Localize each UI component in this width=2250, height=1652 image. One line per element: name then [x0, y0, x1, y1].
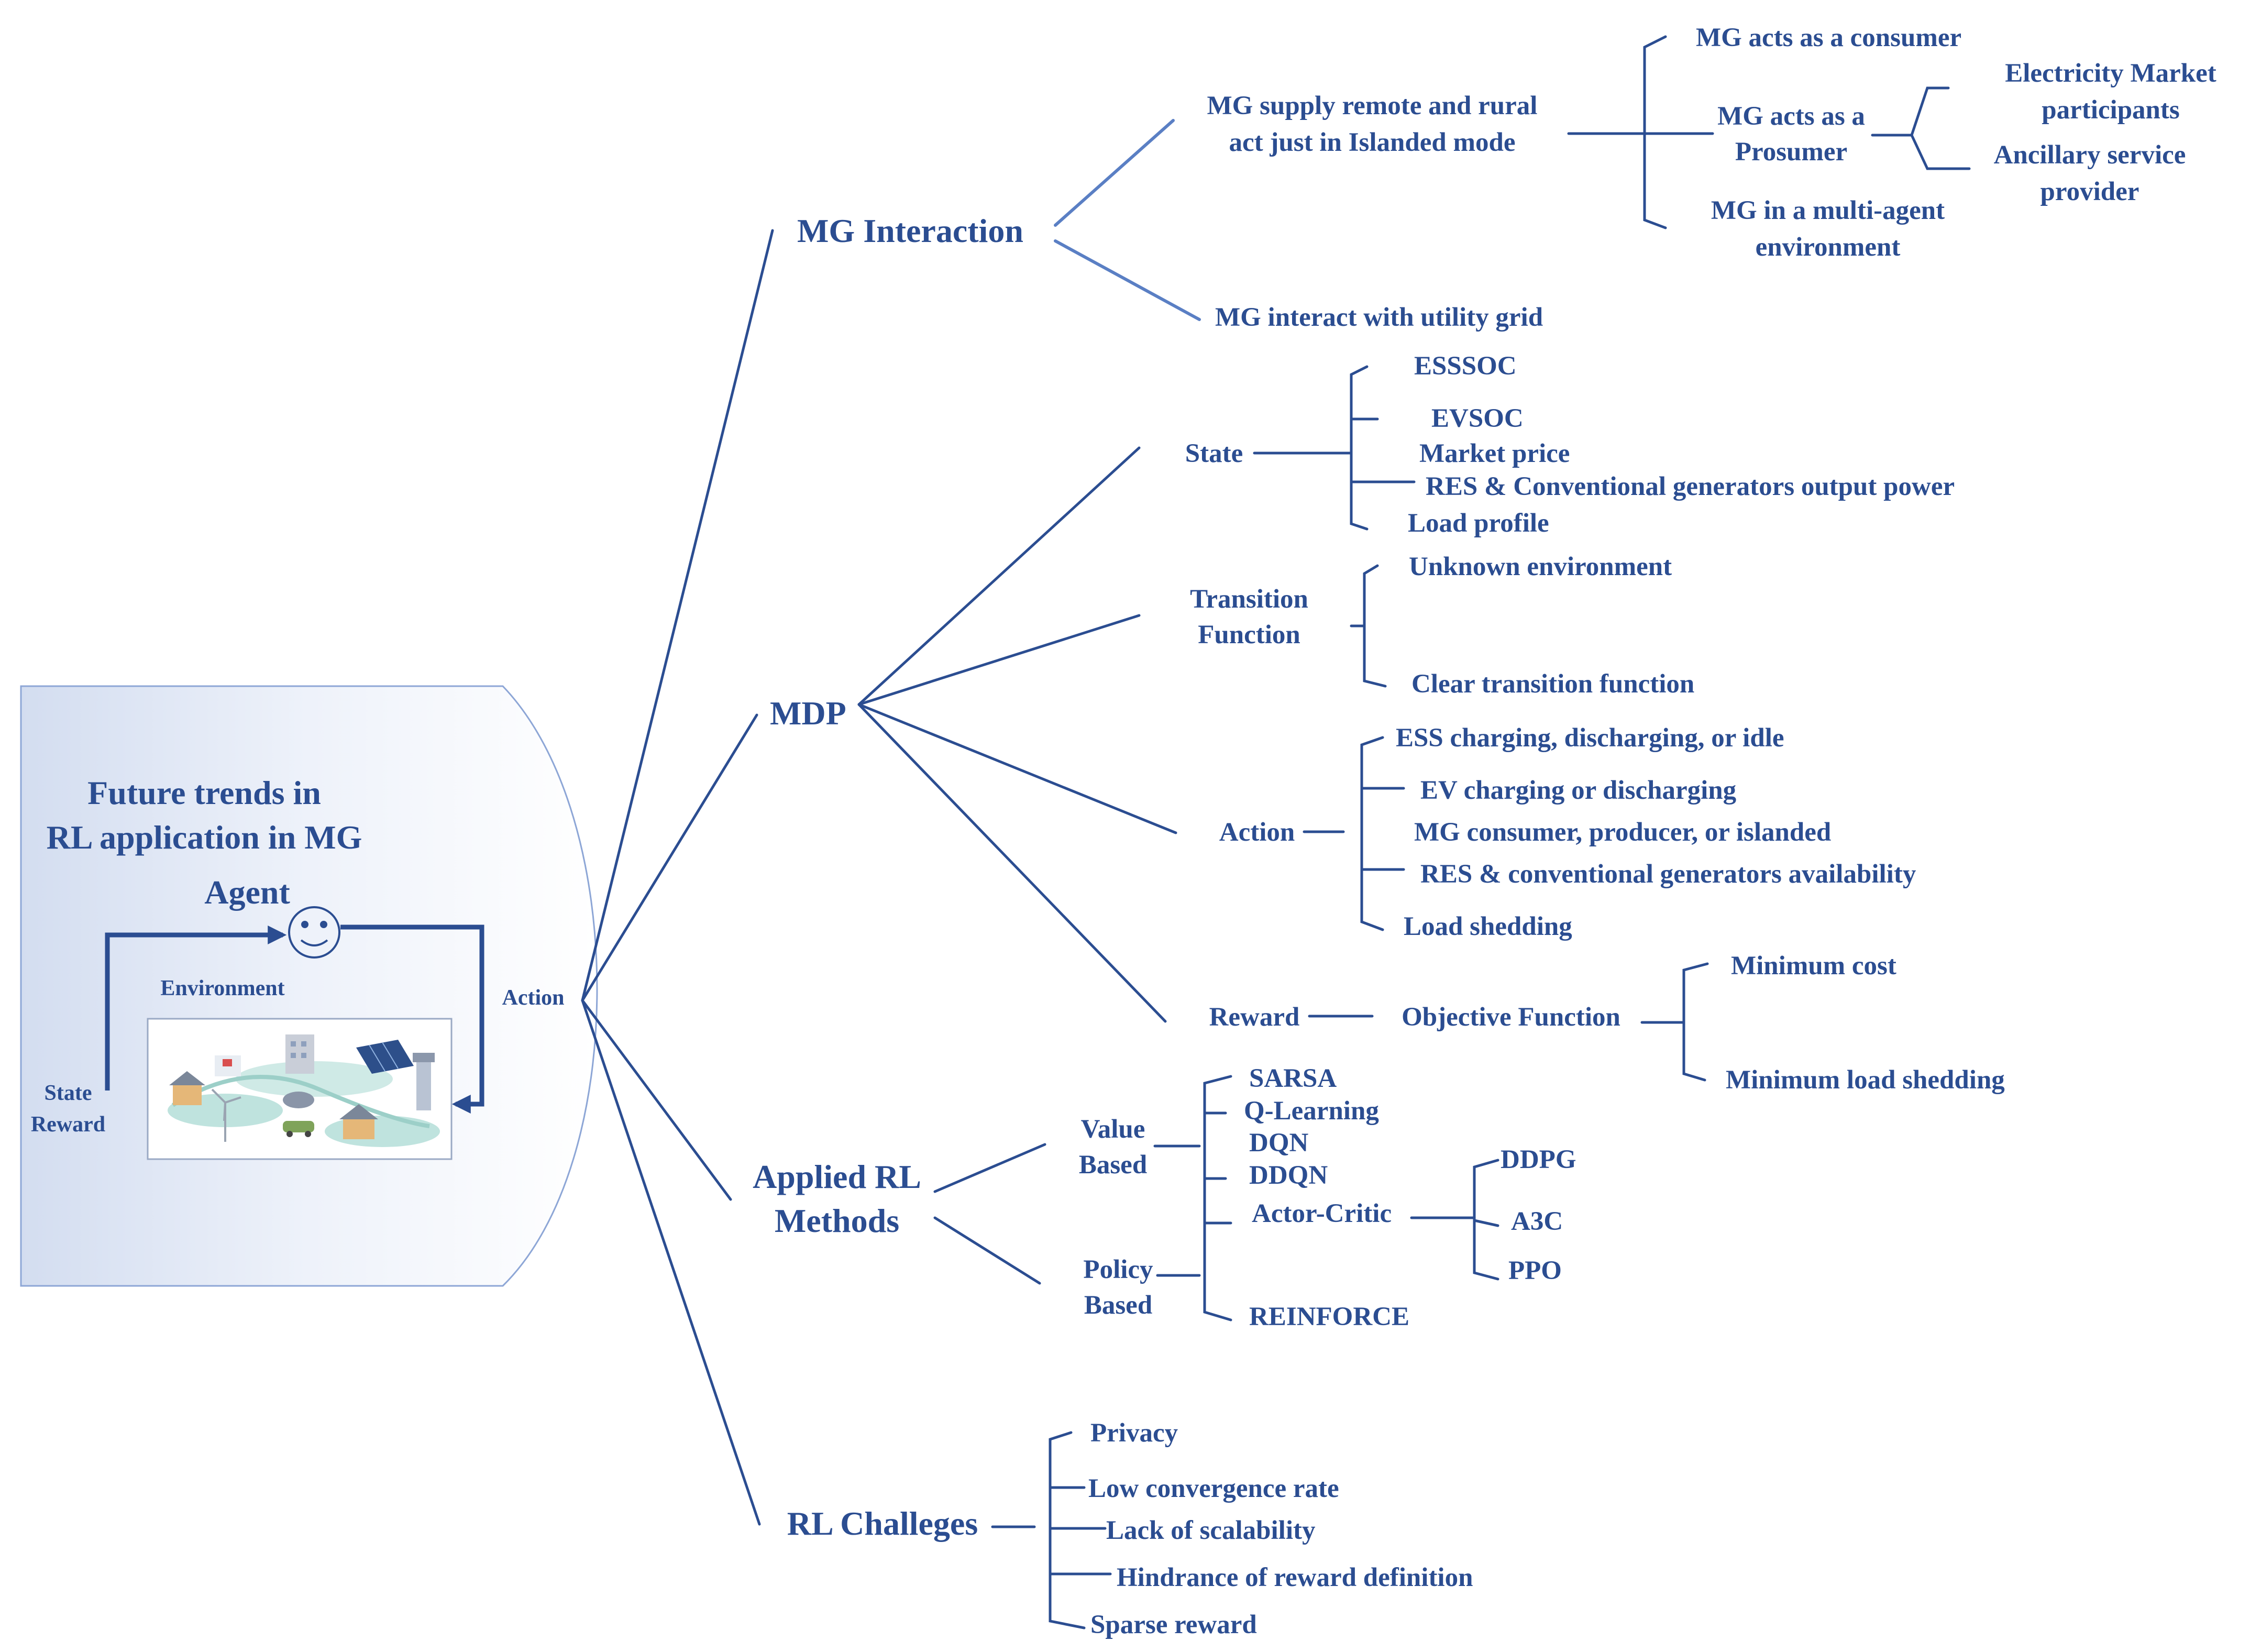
consumer-node: MG acts as a consumer: [1696, 23, 1961, 52]
transition-node-line2: Function: [1198, 620, 1300, 649]
rl-method-item: Q-Learning: [1244, 1096, 1379, 1126]
smiley-face-icon: [288, 906, 340, 959]
action-arrow: [340, 924, 484, 1114]
prosumer-node-line1: MG acts as a: [1717, 102, 1865, 131]
transition-item: Unknown environment: [1409, 552, 1672, 581]
multiagent-node-line2: environment: [1756, 233, 1901, 262]
actor-critic-item: PPO: [1508, 1256, 1562, 1285]
policy-based-node-line2: Based: [1084, 1291, 1152, 1320]
actor-critic-item: DDPG: [1501, 1145, 1576, 1174]
value-based-node-line1: Value: [1081, 1115, 1145, 1144]
rl-challenges-node: RL Challeges: [787, 1505, 978, 1542]
remote-rural-node-line1: MG supply remote and rural: [1207, 91, 1538, 120]
utility-grid-node: MG interact with utility grid: [1215, 303, 1543, 332]
state-item: ESSSOC: [1414, 351, 1517, 381]
transition-node-line1: Transition: [1190, 585, 1308, 614]
policy-based-node-line1: Policy: [1083, 1255, 1153, 1284]
reward-item: Minimum cost: [1731, 951, 1896, 981]
microgrid-illustration: [147, 1018, 453, 1160]
action-item: ESS charging, discharging, or idle: [1396, 723, 1784, 753]
action-item: EV charging or discharging: [1420, 776, 1736, 805]
panel-title-line1: Future trends in: [87, 774, 321, 811]
mdp-branch: MDP State ESSSOC EVSOC Market price RES …: [770, 351, 2005, 1095]
mg-interaction-branch: MG Interaction MG supply remote and rura…: [797, 23, 2216, 332]
rl-method-item: REINFORCE: [1249, 1302, 1409, 1331]
action-item: RES & conventional generators availabili…: [1420, 860, 1916, 889]
agent-label: Agent: [204, 874, 290, 911]
challenge-item: Lack of scalability: [1106, 1516, 1316, 1545]
state-item: Load profile: [1408, 509, 1549, 538]
state-label: State: [45, 1081, 92, 1105]
action-item: MG consumer, producer, or islanded: [1414, 818, 1831, 847]
market-participants-node-line2: participants: [2042, 95, 2180, 125]
ancillary-service-node-line1: Ancillary service: [1994, 140, 2186, 170]
market-participants-node-line1: Electricity Market: [2005, 59, 2216, 88]
challenge-item: Low convergence rate: [1088, 1474, 1339, 1503]
reward-item: Minimum load shedding: [1726, 1065, 2005, 1095]
mdp-node: MDP: [770, 695, 846, 732]
mg-interaction-node: MG Interaction: [797, 212, 1023, 249]
state-item: RES & Conventional generators output pow…: [1426, 472, 1955, 501]
challenge-item: Hindrance of reward definition: [1117, 1563, 1473, 1592]
prosumer-node-line2: Prosumer: [1735, 137, 1847, 167]
action-node: Action: [1219, 818, 1295, 847]
rl-challenges-branch: RL Challeges Privacy Low convergence rat…: [787, 1418, 1473, 1639]
rl-methods-node-line1: Applied RL: [753, 1158, 921, 1195]
state-item: Market price: [1419, 439, 1570, 468]
rl-method-item: DQN: [1249, 1128, 1309, 1158]
rl-agent-panel: Future trends in RL application in MG Ag…: [20, 685, 598, 1287]
rl-method-item: DDQN: [1249, 1161, 1328, 1190]
environment-label: Environment: [160, 976, 284, 1000]
rl-method-item: SARSA: [1249, 1064, 1337, 1093]
rl-methods-branch: Applied RL Methods Value Based Policy Ba…: [753, 1064, 1576, 1331]
actor-critic-item: A3C: [1511, 1207, 1563, 1236]
state-item: EVSOC: [1431, 404, 1524, 433]
main-branch-lines: [581, 229, 774, 1526]
action-label: Action: [502, 986, 565, 1010]
reward-label: Reward: [31, 1113, 105, 1137]
panel-title-line2: RL application in MG: [47, 819, 362, 856]
challenge-item: Sparse reward: [1090, 1610, 1257, 1639]
rl-method-item: Actor-Critic: [1252, 1199, 1392, 1228]
state-node: State: [1185, 439, 1243, 468]
state-feedback-arrow: [105, 926, 287, 1091]
rl-methods-node-line2: Methods: [775, 1202, 899, 1239]
multiagent-node-line1: MG in a multi-agent: [1711, 196, 1945, 225]
ancillary-service-node-line2: provider: [2041, 177, 2139, 206]
value-based-node-line2: Based: [1079, 1150, 1147, 1180]
objective-function-node: Objective Function: [1402, 1003, 1620, 1032]
remote-rural-node-line2: act just in Islanded mode: [1229, 128, 1516, 157]
challenge-item: Privacy: [1090, 1418, 1178, 1448]
transition-item: Clear transition function: [1411, 669, 1694, 699]
action-item: Load shedding: [1404, 912, 1572, 941]
reward-node: Reward: [1209, 1003, 1300, 1032]
